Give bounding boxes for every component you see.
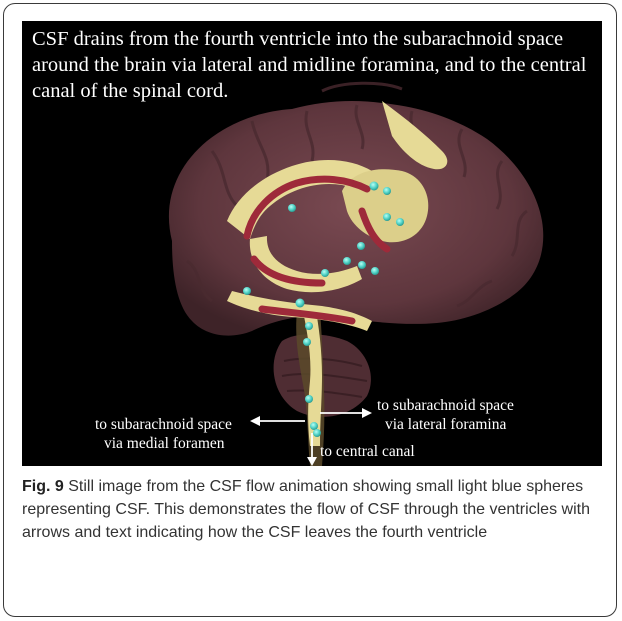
- figure-heading: CSF drains from the fourth ventricle int…: [32, 26, 597, 104]
- caption-text: Still image from the CSF flow animation …: [22, 478, 590, 541]
- label-central-canal: to central canal: [320, 442, 415, 461]
- label-medial-line2: via medial foramen: [104, 434, 225, 453]
- label-lateral-line2: via lateral foramina: [385, 415, 506, 434]
- label-medial-line1: to subarachnoid space: [95, 415, 232, 434]
- label-lateral-line1: to subarachnoid space: [377, 396, 514, 415]
- figure-caption: Fig. 9 Still image from the CSF flow ani…: [22, 475, 602, 544]
- caption-label: Fig. 9: [22, 478, 64, 495]
- figure-image: CSF drains from the fourth ventricle int…: [22, 21, 602, 466]
